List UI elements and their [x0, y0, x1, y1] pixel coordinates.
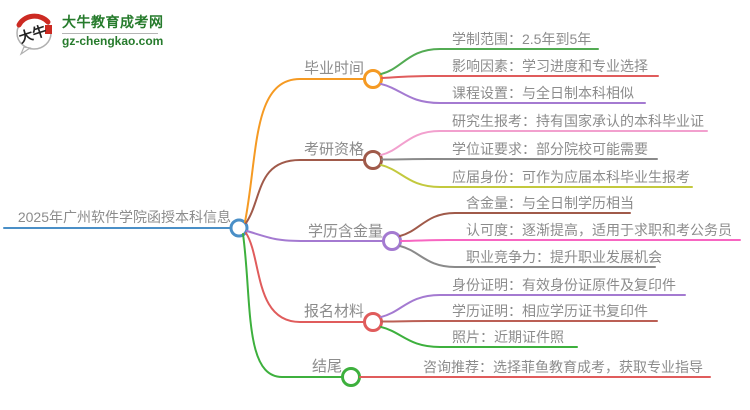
- daniu-logo-icon: 大牛: [16, 13, 52, 56]
- branch-label: 报名材料: [304, 303, 364, 320]
- root-circle: [229, 218, 249, 238]
- red-seal: [45, 25, 52, 34]
- child-node: 学制范围：2.5年到5年: [380, 31, 599, 75]
- root-node: 2025年广州软件学院函授本科信息: [3, 209, 249, 238]
- child-node: 含金量：与全日制学历相当: [399, 195, 634, 237]
- child-label: 认可度：逐渐提高，适用于求职和考公务员: [466, 222, 732, 238]
- child-node: 咨询推荐：选择菲鱼教育成考，获取专业指导: [359, 359, 711, 378]
- site-logo: 大牛 大牛教育成考网 gz-chengkao.com: [14, 12, 164, 56]
- branch-connector: [245, 232, 365, 323]
- child-connector: [380, 83, 646, 104]
- child-connector: [381, 75, 659, 79]
- branch-postgraduate-qualification: 考研资格 研究生报考：持有国家承认的本科毕业证 学位证要求：部分院校可能需要 应…: [245, 113, 708, 224]
- child-connector: [380, 294, 686, 318]
- child-label: 学制范围：2.5年到5年: [452, 31, 591, 47]
- child-connector: [380, 130, 708, 156]
- branch-label: 学历含金量: [308, 223, 383, 240]
- child-node: 研究生报考：持有国家承认的本科毕业证: [380, 113, 708, 156]
- speech-bubble-tail: [19, 46, 32, 56]
- child-connector: [380, 164, 693, 188]
- node-circle: [341, 367, 361, 387]
- child-connector: [399, 245, 656, 268]
- child-label: 咨询推荐：选择菲鱼教育成考，获取专业指导: [423, 359, 703, 375]
- child-node: 照片：近期证件照: [380, 326, 578, 348]
- child-label: 含金量：与全日制学历相当: [466, 195, 634, 211]
- child-connector: [381, 320, 658, 323]
- child-node: 职业竞争力：提升职业发展机会: [399, 245, 662, 268]
- branch-enrollment-materials: 报名材料 身份证明：有效身份证原件及复印件 学历证明：相应学历证书复印件 照片：…: [245, 232, 686, 348]
- child-label: 照片：近期证件照: [452, 329, 564, 345]
- branch-connector: [244, 78, 365, 223]
- child-node: 应届身份：可作为应届本科毕业生报考: [380, 164, 693, 188]
- branch-connector: [246, 230, 384, 242]
- child-connector: [380, 326, 578, 348]
- node-circle: [363, 312, 383, 332]
- child-label: 学位证要求：部分院校可能需要: [452, 141, 648, 157]
- red-cap: [16, 13, 51, 28]
- branch-label: 考研资格: [304, 141, 364, 158]
- child-connector: [381, 158, 658, 161]
- child-label: 学历证明：相应学历证书复印件: [452, 303, 648, 319]
- child-label: 研究生报考：持有国家承认的本科毕业证: [452, 113, 704, 129]
- child-node: 课程设置：与全日制本科相似: [380, 83, 646, 104]
- branch-degree-value: 学历含金量 含金量：与全日制学历相当 认可度：逐渐提高，适用于求职和考公务员 职…: [246, 195, 741, 268]
- logo-divider: [62, 33, 158, 34]
- node-circle: [363, 150, 383, 170]
- branch-connector: [242, 233, 343, 378]
- child-connector: [380, 48, 599, 75]
- node-circle: [363, 69, 383, 89]
- node-circle: [382, 231, 402, 251]
- child-node: 身份证明：有效身份证原件及复印件: [380, 277, 686, 318]
- child-node: 学历证明：相应学历证书复印件: [381, 303, 658, 323]
- logo-title: 大牛教育成考网: [62, 14, 164, 30]
- branch-conclusion: 结尾 咨询推荐：选择菲鱼教育成考，获取专业指导: [242, 233, 711, 387]
- child-connector: [400, 239, 741, 242]
- root-label: 2025年广州软件学院函授本科信息: [18, 209, 231, 225]
- child-label: 身份证明：有效身份证原件及复印件: [452, 277, 676, 293]
- child-label: 应届身份：可作为应届本科毕业生报考: [452, 169, 690, 185]
- branch-connector: [245, 159, 365, 224]
- branch-graduation-time: 毕业时间 学制范围：2.5年到5年 影响因素：学习进度和专业选择 课程设置：与全…: [244, 31, 659, 223]
- child-label: 职业竞争力：提升职业发展机会: [466, 249, 662, 265]
- logo-url: gz-chengkao.com: [62, 34, 164, 48]
- child-node: 影响因素：学习进度和专业选择: [381, 58, 659, 79]
- child-node: 认可度：逐渐提高，适用于求职和考公务员: [400, 222, 741, 242]
- branch-label: 毕业时间: [304, 60, 364, 77]
- child-connector: [399, 212, 631, 237]
- child-label: 课程设置：与全日制本科相似: [452, 85, 634, 101]
- branch-label: 结尾: [312, 358, 342, 375]
- child-node: 学位证要求：部分院校可能需要: [381, 141, 658, 161]
- child-label: 影响因素：学习进度和专业选择: [452, 58, 648, 74]
